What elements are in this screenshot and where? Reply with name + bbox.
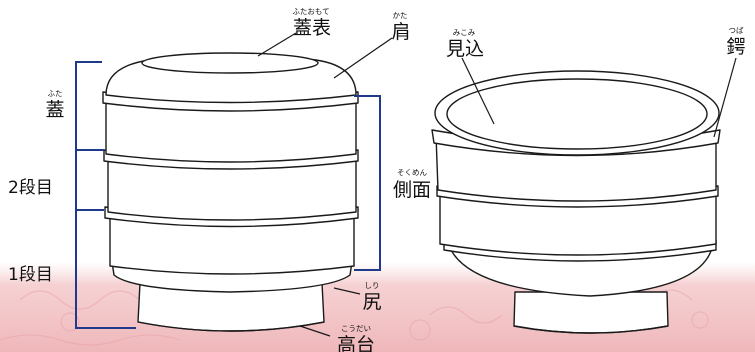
leader-mikomi [461,57,495,125]
leader-tsuba [713,57,737,138]
tier-2-body [107,155,357,221]
stacked-bowl-lidded [102,52,359,332]
label-kata-ruby: かた [393,11,408,20]
label-futaomote-ruby: ふたおもて [292,7,329,16]
label-mikomi: 見込 [446,38,484,60]
label-koudai: 高台 [337,334,375,352]
label-koudai-ruby: こうだい [341,324,371,333]
label-tsuba-ruby: つば [729,26,744,35]
leader-shiri [333,287,361,295]
label-futa-ruby: ふた [48,89,63,98]
label-shiri: 尻 [362,291,381,313]
label-tsuba: 鍔 [726,36,745,58]
open-lower-body [449,247,713,297]
leader-koudai [299,325,331,337]
leader-kata [333,37,393,79]
bracket-group [75,61,381,329]
label-sokumen-ruby: そくめん [397,168,427,177]
open-middle-body [439,191,717,256]
leader-futaomote [257,32,297,57]
label-kata: 肩 [391,21,410,43]
label-ichidanme: 1段目 [8,265,53,285]
label-nidanme: 2段目 [8,178,53,198]
labels: ふたおもて 蓋表 かた 肩 みこみ 見込 つば 鍔 ふた 蓋 2段目 1段目 そ… [8,7,746,352]
lid-top [141,52,319,74]
height-bracket [75,61,136,329]
side-bracket [354,95,381,271]
open-foot-ring [513,291,669,334]
open-interior [446,78,708,150]
tier-1-body [109,213,355,275]
label-sokumen: 側面 [393,179,431,201]
lid-body [105,94,357,163]
label-shiri-ruby: しり [365,281,380,290]
leader-lines [257,32,737,337]
label-mikomi-ruby: みこみ [453,28,476,37]
label-futaomote: 蓋表 [293,17,331,39]
stacked-bowl-open [431,70,721,334]
label-futa: 蓋 [45,99,64,121]
